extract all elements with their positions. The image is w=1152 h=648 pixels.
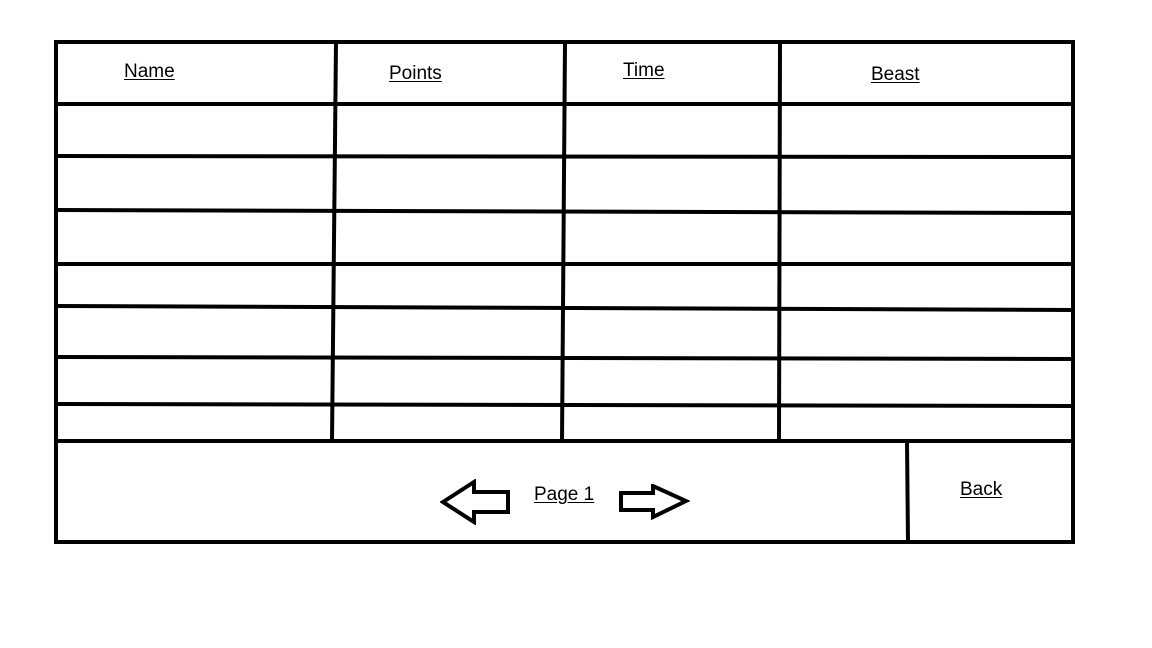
page-indicator: Page 1 [534,484,595,505]
table-row [58,266,1071,306]
table-row [58,106,1071,154]
column-divider [329,39,339,444]
table-row [58,214,1071,262]
table-row [58,311,1071,355]
header-name: Name [124,61,175,82]
table-row [58,407,1071,439]
table-row [58,360,1071,403]
table-row [58,159,1071,209]
row-divider [53,401,1076,409]
header-time: Time [623,60,665,81]
header-beast: Beast [871,64,920,85]
header-points: Points [389,63,442,84]
column-divider [559,39,568,444]
arrow-left-icon[interactable] [440,479,512,525]
column-divider [776,39,783,444]
back-button[interactable]: Back [960,479,1003,500]
back-cell-divider [904,438,911,545]
arrow-right-icon[interactable] [618,484,690,520]
